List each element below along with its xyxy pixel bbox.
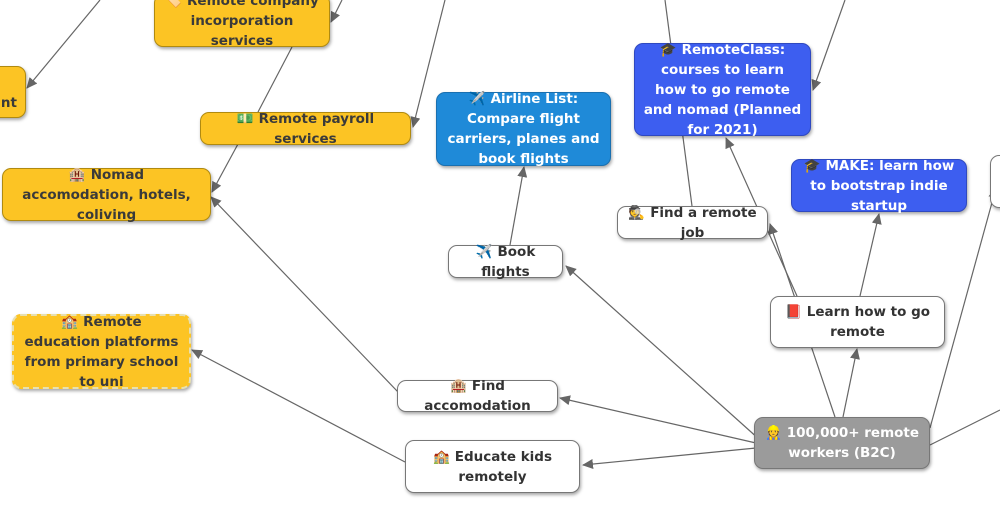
node-label: 100,000+ remote workers (B2C): [786, 425, 920, 461]
airplane-icon: ✈️: [468, 91, 486, 107]
node-make[interactable]: 🎓MAKE: learn how to bootstrap indie star…: [791, 157, 967, 214]
worker-icon: 👷: [764, 425, 782, 441]
node-label: Learn how to go remote: [806, 304, 931, 340]
node-remote-payroll[interactable]: 💵Remote payroll services: [200, 110, 411, 147]
node-find-remote-job[interactable]: 🕵️Find a remote job: [617, 204, 768, 241]
school-icon: 🏫: [61, 313, 79, 330]
node-label: Find a remote job: [650, 204, 757, 241]
node-label: Find accomodation: [424, 378, 531, 414]
node-remote-company[interactable]: 🏷️ Remote company incorporation services: [154, 0, 330, 49]
node-left-partial[interactable]: nt: [0, 66, 26, 118]
node-remote-education[interactable]: 🏫Remote education platforms from primary…: [12, 313, 191, 390]
node-book-flights[interactable]: ✈️Book flights: [448, 243, 563, 280]
book-icon: 📕: [784, 304, 802, 320]
node-label: Book flights: [481, 243, 536, 280]
hotel-icon: 🏨: [450, 378, 467, 394]
airplane-icon: ✈️: [475, 243, 493, 260]
node-label: MAKE: learn how to bootstrap indie start…: [810, 157, 955, 214]
node-learn-remote[interactable]: 📕Learn how to go remote: [770, 296, 945, 348]
node-right-partial[interactable]: [990, 155, 1000, 208]
detective-icon: 🕵️: [628, 204, 646, 221]
node-label: Airline List: Compare flight carriers, p…: [447, 91, 600, 167]
node-label: Nomad accomodation, hotels, coliving: [22, 166, 191, 223]
node-find-accomodation[interactable]: 🏨Find accomodation: [397, 378, 558, 414]
graduation-cap-icon: 🎓: [803, 157, 821, 174]
node-label: RemoteClass: courses to learn how to go …: [643, 41, 802, 138]
node-remote-workers[interactable]: 👷100,000+ remote workers (B2C): [754, 417, 930, 469]
hotel-icon: 🏨: [68, 166, 86, 183]
node-label: Remote payroll services: [258, 110, 375, 147]
node-nomad-accomodation[interactable]: 🏨Nomad accomodation, hotels, coliving: [2, 166, 211, 223]
school-icon: 🏫: [432, 448, 450, 465]
node-label: Remote company incorporation services: [187, 0, 319, 49]
node-label: Remote education platforms from primary …: [24, 313, 179, 390]
graduation-cap-icon: 🎓: [659, 41, 677, 58]
node-educate-kids[interactable]: 🏫Educate kids remotely: [405, 440, 580, 493]
node-label: nt: [0, 95, 17, 111]
money-icon: 💵: [236, 110, 254, 127]
node-airline-list[interactable]: ✈️Airline List: Compare flight carriers,…: [436, 91, 611, 167]
node-remoteclass[interactable]: 🎓RemoteClass: courses to learn how to go…: [634, 41, 811, 138]
node-label: Educate kids remotely: [454, 448, 553, 485]
tag-icon: 🏷️: [165, 0, 183, 9]
